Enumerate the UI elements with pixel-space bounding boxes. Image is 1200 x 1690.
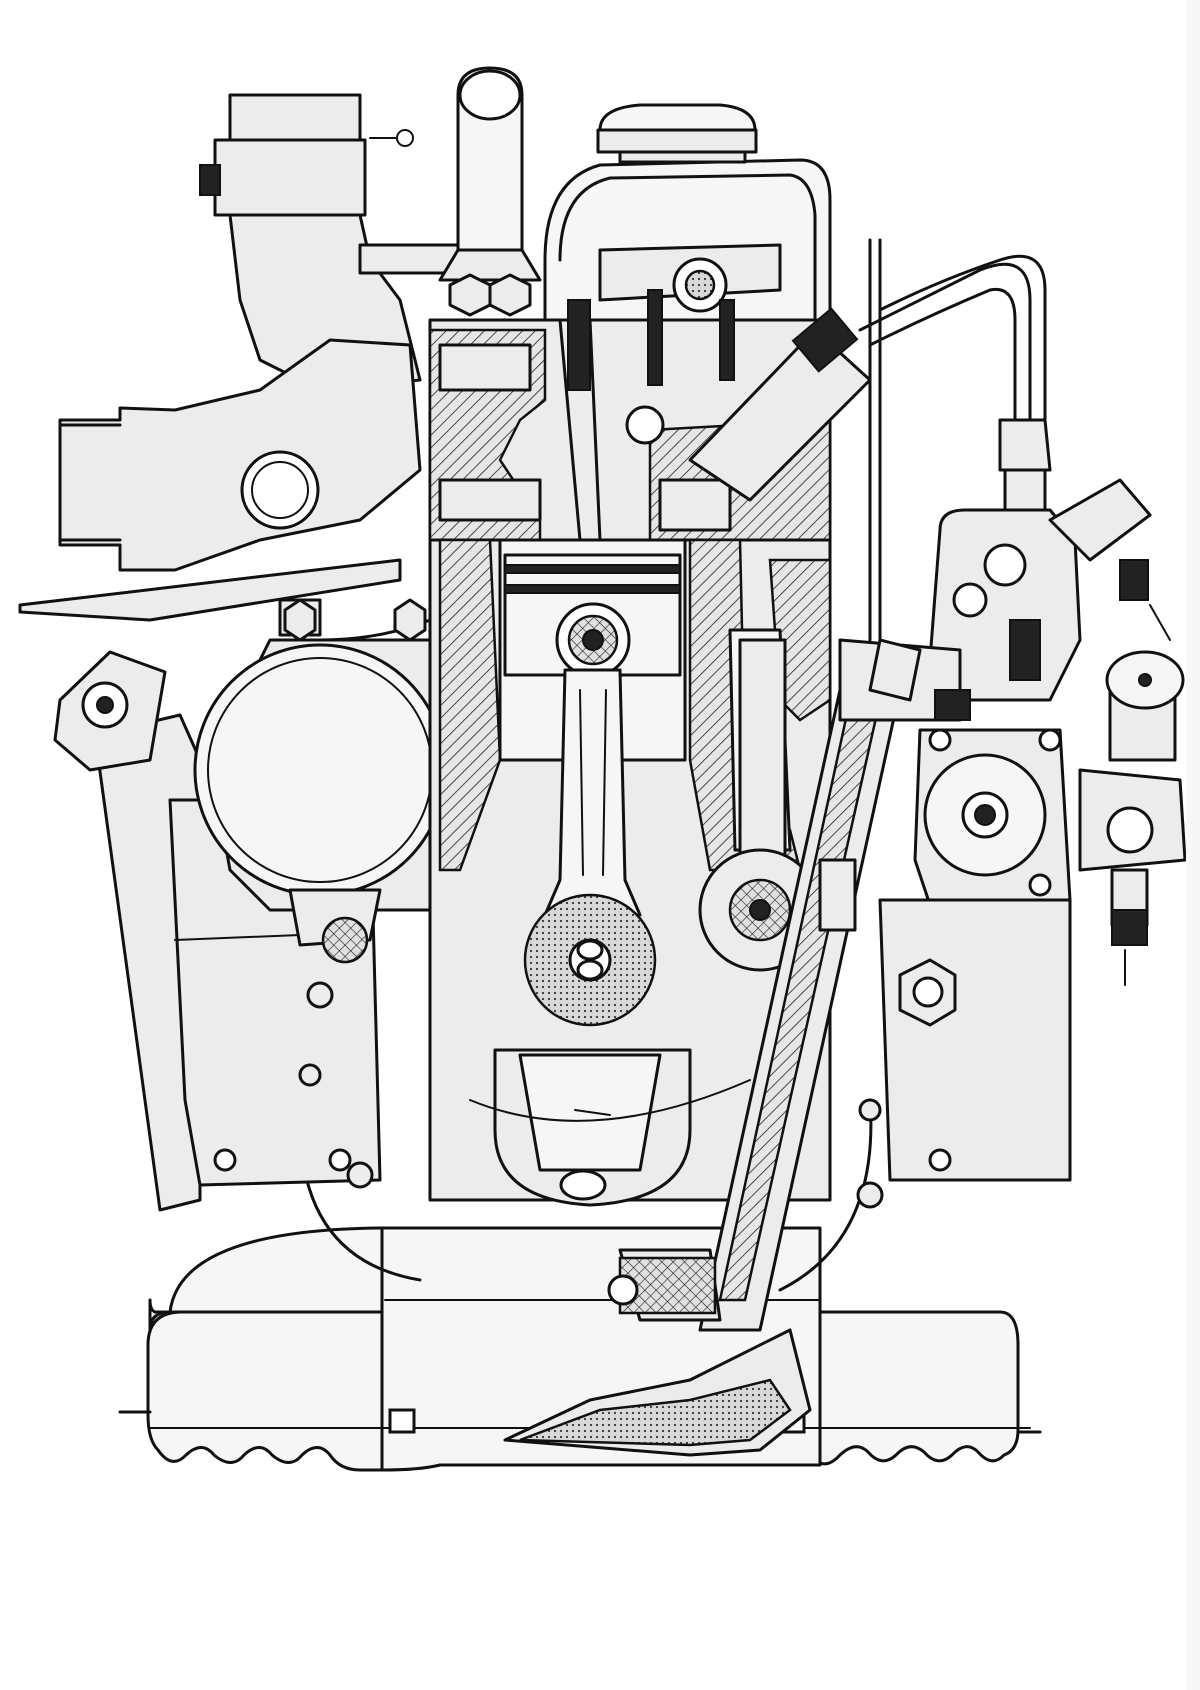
page-edge	[1186, 0, 1200, 1690]
cylinder-head	[428, 289, 872, 542]
rocker-cover	[543, 103, 832, 322]
intake-manifold	[18, 93, 462, 622]
alternator	[53, 650, 167, 772]
oil-pump	[503, 1248, 812, 1457]
piston	[503, 553, 682, 678]
fuel-injection-pipes	[858, 254, 1052, 512]
bolts	[283, 273, 884, 1209]
dipstick	[838, 238, 971, 722]
connecting-rod	[543, 668, 642, 917]
crankshaft	[469, 893, 751, 1207]
breather-pipe	[438, 66, 542, 282]
injection-pump	[878, 478, 1187, 1182]
oil-filter	[193, 598, 462, 964]
